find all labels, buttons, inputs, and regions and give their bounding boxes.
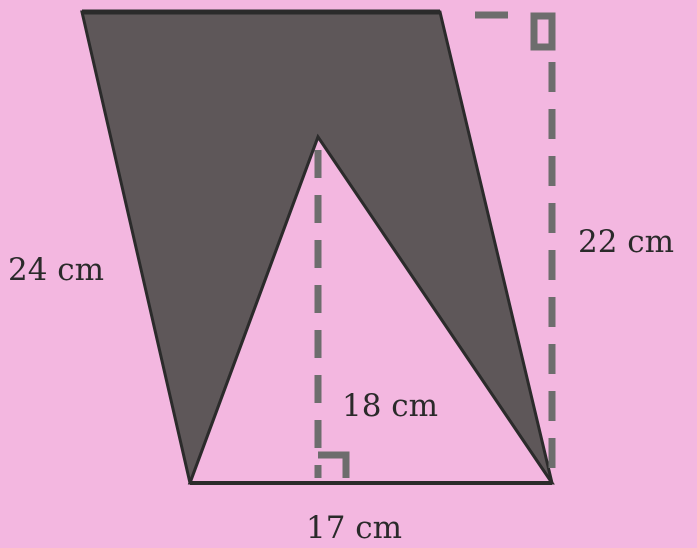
triangle-height-label: 18 cm bbox=[342, 388, 438, 424]
slanted-side-label: 24 cm bbox=[8, 252, 104, 288]
right-angle-marker-bottom bbox=[318, 451, 350, 478]
parallelogram-height-label: 22 cm bbox=[578, 224, 674, 260]
right-angle-marker-top bbox=[530, 12, 556, 51]
base-label: 17 cm bbox=[306, 510, 402, 546]
